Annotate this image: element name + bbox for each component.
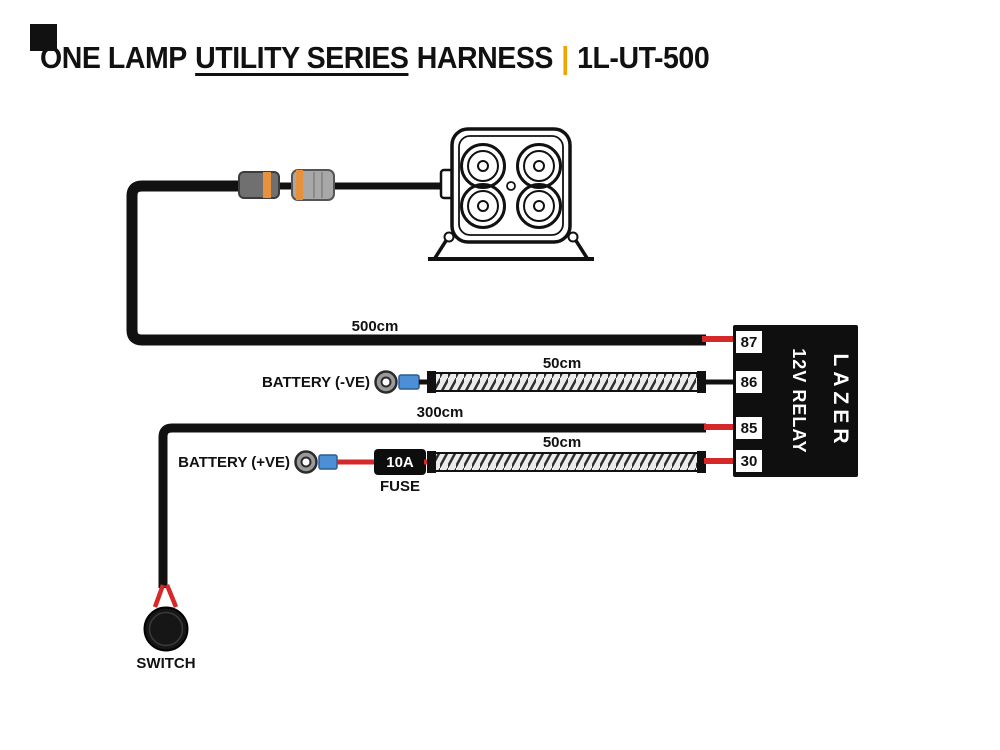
braid-end-cap [697, 451, 706, 473]
crimp-connector-blue [398, 374, 420, 390]
relay-terminal-87-label: 87 [741, 334, 758, 351]
title-part1: ONE LAMP [40, 40, 187, 75]
title-underlined: UTILITY SERIES [195, 40, 409, 75]
relay-terminal-30 [734, 448, 764, 474]
length-label-500cm: 500cm [352, 318, 399, 335]
switch-red-lead [164, 584, 179, 608]
lamp-bracket [428, 231, 594, 261]
lamp-housing [450, 127, 572, 244]
ring-terminal-negative-hole [380, 376, 392, 388]
fuse-label: FUSE [380, 478, 420, 495]
relay-terminal-85-label: 85 [741, 420, 758, 437]
switch-red-lead [152, 584, 166, 608]
connector-pair [238, 169, 335, 201]
title-separator: | [561, 40, 569, 75]
relay-terminal-87 [734, 329, 764, 355]
connector-female-orange-band [296, 170, 303, 200]
relay-terminal-86-label: 86 [741, 374, 758, 391]
switch-wire-300cm [158, 423, 706, 588]
relay: 87 86 85 30 12V RELAY LAZER [733, 325, 858, 477]
relay-terminal-85 [734, 415, 764, 441]
lamp-illustration [428, 127, 594, 261]
switch-button-ring [148, 611, 184, 647]
battery-negative-branch [374, 370, 738, 394]
relay-terminal-30-label: 30 [741, 453, 758, 470]
brand-logo-mark [30, 24, 57, 51]
length-label-300cm: 300cm [417, 404, 464, 421]
connector-male [238, 171, 280, 199]
connector-male-orange-band [263, 172, 271, 198]
length-label-50cm-positive: 50cm [543, 434, 581, 451]
fuse-holder [374, 449, 426, 475]
page-title: ONE LAMP UTILITY SERIES HARNESS | 1L-UT-… [40, 40, 710, 76]
switch-button [143, 606, 189, 652]
relay-brand-logo: LAZER [829, 354, 852, 449]
braid-end-cap [427, 451, 436, 473]
braided-wire-50cm-negative [430, 372, 702, 392]
braid-end-cap [697, 371, 706, 393]
length-label-50cm-negative: 50cm [543, 355, 581, 372]
lamp-housing-inner [458, 135, 564, 236]
relay-body [733, 325, 858, 477]
relay-terminal-86 [734, 369, 764, 395]
braided-wire-50cm-positive [430, 452, 702, 472]
lamp-wire-500cm [126, 180, 706, 346]
title-part-number: 1L-UT-500 [577, 40, 710, 75]
battery-positive-branch [294, 449, 738, 475]
battery-positive-label: BATTERY (+VE) [178, 454, 290, 471]
relay-label: 12V RELAY [789, 348, 809, 453]
lamp-lenses [460, 143, 562, 229]
switch-assembly [143, 584, 189, 652]
ring-terminal-positive-hole [300, 456, 312, 468]
braid-end-cap [427, 371, 436, 393]
switch-label: SWITCH [136, 655, 195, 672]
battery-negative-label: BATTERY (-VE) [262, 374, 370, 391]
title-part2: HARNESS [416, 40, 554, 75]
fuse-rating-label: 10A [386, 454, 414, 471]
crimp-connector-blue [318, 454, 338, 470]
